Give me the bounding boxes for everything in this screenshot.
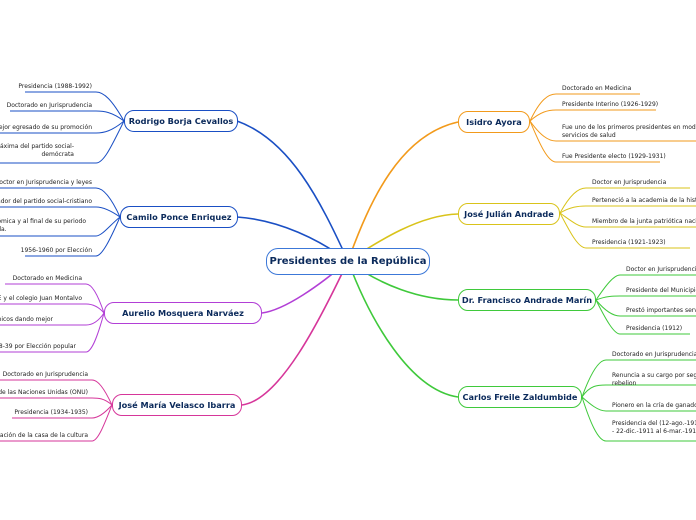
central-topic-label: Presidentes de la República [269, 256, 427, 267]
leaf-text[interactable]: Doctorado en Jurisprudencia [6, 102, 92, 109]
topic-camilo-ponce[interactable]: Camilo Ponce Enriquez [120, 206, 238, 228]
leaf-text[interactable]: …nómica y al final de su periodo …ada. [0, 218, 86, 233]
leaf-text[interactable]: …E y el colegio Juan Montalvo [0, 295, 82, 302]
leaf-text[interactable]: Presidencia (1912) [626, 325, 683, 332]
leaf-text[interactable]: Presidente Interino (1926-1929) [562, 101, 659, 108]
leaf-text[interactable]: El mejor egresado de su promoción [0, 124, 92, 131]
leaf-text[interactable]: Miembro de la junta patriótica naciona… [592, 218, 696, 225]
topic-label: José Julián Andrade [464, 209, 554, 219]
topic-rodrigo-borja[interactable]: Rodrigo Borja Cevallos [124, 110, 238, 132]
leaf-links-aurelio [0, 283, 105, 353]
topic-velasco-ibarra[interactable]: José María Velasco Ibarra [112, 394, 242, 416]
topic-francisco-andrade-marin[interactable]: Dr. Francisco Andrade Marín [458, 289, 596, 311]
leaf-text[interactable]: Figura máxima del partido social- demócr… [0, 143, 74, 158]
topic-isidro-ayora[interactable]: Isidro Ayora [458, 111, 530, 133]
leaf-text[interactable]: Doctorado en Medicina [12, 275, 82, 282]
leaf-text[interactable]: Fue Presidente electo (1929-1931) [562, 153, 666, 160]
leaf-text[interactable]: Perteneció a la academia de la historia… [592, 197, 696, 204]
link-freile [347, 260, 459, 398]
link-rodrigo [236, 120, 349, 262]
topic-carlos-freile[interactable]: Carlos Freile Zaldumbide [458, 386, 582, 408]
link-ayora [347, 121, 459, 262]
leaf-text[interactable]: Pionero en la cría de ganado H… [612, 402, 696, 409]
topic-jose-julian-andrade[interactable]: José Julián Andrade [458, 203, 560, 225]
leaf-text[interactable]: Doctor en Jurisprudencia y leyes [0, 179, 92, 186]
leaf-text[interactable]: Doctorado en Jurisprudencia [2, 371, 88, 378]
leaf-text[interactable]: Presidencia (1921-1923) [592, 239, 666, 246]
leaf-text[interactable]: Presidente del Municipio… [626, 287, 696, 294]
leaf-text[interactable]: Fue uno de los primeros presidentes en m… [562, 124, 696, 139]
leaf-text[interactable]: Prestó importantes servic… [626, 307, 696, 314]
link-velasco [241, 260, 349, 406]
topic-label: Dr. Francisco Andrade Marín [461, 295, 593, 305]
topic-label: José María Velasco Ibarra [118, 400, 236, 410]
topic-label: Camilo Ponce Enriquez [126, 212, 232, 222]
leaf-text[interactable]: Doctorado en Jurisprudencia [612, 351, 696, 358]
leaf-text[interactable]: …micos dando mejor [0, 316, 53, 323]
leaf-links-andrade [559, 187, 696, 249]
leaf-text[interactable]: Doctor en Jurisprudencia [592, 179, 667, 186]
leaf-links-andrade-marin [595, 274, 696, 335]
leaf-text[interactable]: Doctorado en Medicina [562, 85, 632, 92]
leaf-text[interactable]: …de las Naciones Unidas (ONU) [0, 389, 88, 396]
leaf-text[interactable]: …ación de la casa de la cultura [0, 432, 88, 439]
leaf-text[interactable]: Presidencia (1934-1935) [14, 409, 88, 416]
leaf-links-camilo [0, 187, 121, 257]
leaf-text[interactable]: …938-39 por Elección popular [0, 343, 76, 350]
topic-label: Carlos Freile Zaldumbide [462, 392, 578, 402]
topic-label: Aurelio Mosquera Narváez [122, 308, 244, 318]
leaf-links-freile [581, 359, 696, 442]
leaf-links-rodrigo [0, 91, 125, 164]
leaf-links-velasco [0, 379, 113, 442]
topic-label: Isidro Ayora [466, 117, 522, 127]
leaf-links-ayora [529, 93, 696, 163]
leaf-text[interactable]: Renuncia a su cargo por segur… rebelion [612, 372, 696, 387]
topic-aurelio-mosquera[interactable]: Aurelio Mosquera Narváez [104, 302, 262, 324]
leaf-text[interactable]: Presidencia (1988-1992) [18, 83, 92, 90]
leaf-text[interactable]: Doctor en Jurisprudencia [626, 266, 696, 273]
leaf-text[interactable]: Presidencia del (12-ago.-1911 … - 22-dic… [612, 420, 696, 435]
leaf-text[interactable]: 1956-1960 por Elección [20, 247, 92, 254]
leaf-text[interactable]: Fundador del partido social-cristiano [0, 198, 92, 205]
central-topic[interactable]: Presidentes de la República [266, 248, 430, 275]
topic-label: Rodrigo Borja Cevallos [128, 116, 234, 126]
